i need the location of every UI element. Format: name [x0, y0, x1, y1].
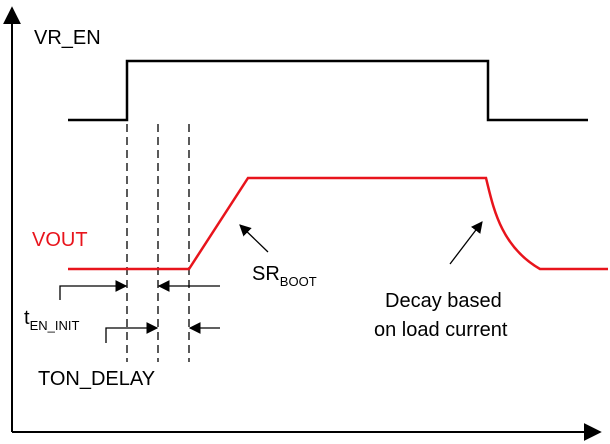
t-en-init-label: tEN_INIT	[24, 307, 79, 333]
t-en-init-left-arrow	[59, 280, 128, 300]
vr-en-label: VR_EN	[34, 27, 101, 49]
decay-arrow	[449, 221, 483, 265]
sr-boot-arrow	[239, 224, 269, 253]
vout-label: VOUT	[32, 229, 88, 251]
decay-label-line1: Decay based	[385, 290, 502, 312]
ton-delay-left-arrow	[105, 322, 159, 343]
vr-en-waveform	[68, 59, 588, 122]
sr-boot-label: SRBOOT	[252, 263, 317, 289]
decay-label-line2: on load current	[374, 319, 508, 341]
vout-waveform	[68, 176, 608, 271]
ton-delay-label: TON_DELAY	[38, 368, 155, 390]
